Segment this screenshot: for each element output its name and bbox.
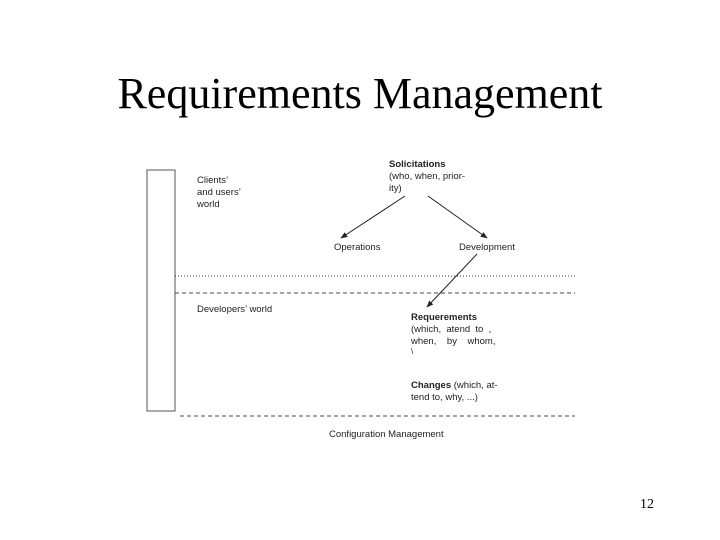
arrow-to-requirements — [426, 253, 478, 308]
page-number: 12 — [640, 497, 654, 512]
developers-world-label: Developers’ world — [197, 304, 273, 315]
solicitations-label: Solicitations (who, when, prior- ity) — [389, 159, 466, 194]
requirements-label: Requerements (which, atend to , when, by… — [411, 312, 496, 356]
development-label: Development — [459, 242, 515, 253]
arrow-to-development — [427, 195, 488, 239]
clients-world-label: Clients’ and users’ world — [197, 175, 241, 210]
arrow-to-operations — [340, 195, 406, 239]
slide-title: Requirements Management — [117, 69, 603, 118]
changes-label: Changes (which, at- tend to, why, ...) — [411, 380, 498, 403]
clients-world-bar — [146, 169, 176, 412]
operations-label: Operations — [334, 242, 381, 253]
configuration-management-label: Configuration Management — [329, 429, 444, 440]
